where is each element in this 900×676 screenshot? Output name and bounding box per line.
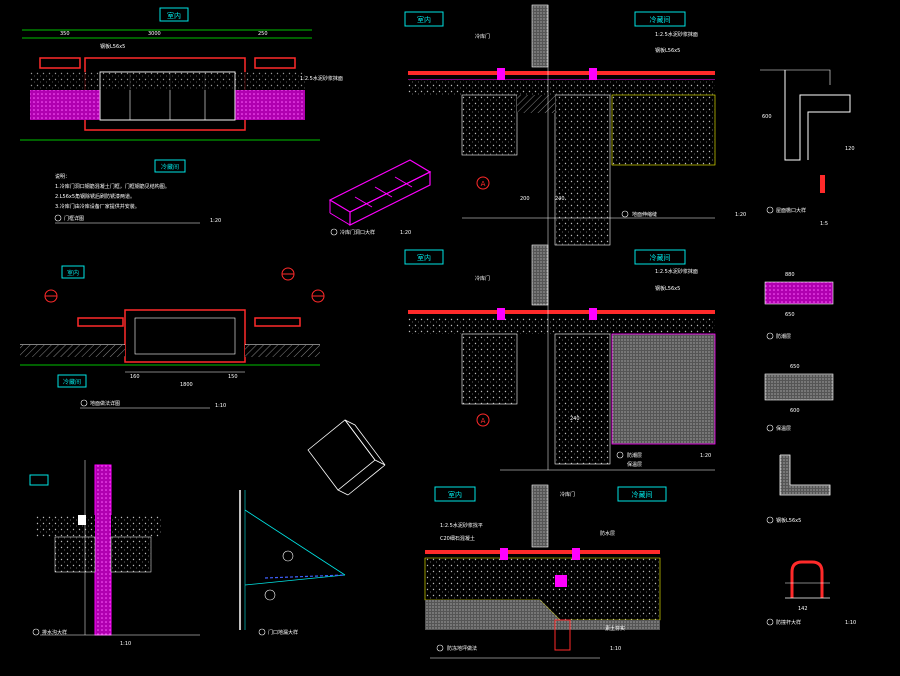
note-door-3: 冷库门 bbox=[560, 491, 575, 498]
eave-detail: 600 120 屋面檐口大样 1:5 bbox=[760, 69, 855, 227]
scale-9: 1:10 bbox=[845, 620, 856, 626]
note-door-1: 冷库门 bbox=[475, 33, 490, 40]
tag-indoor-4: 室内 bbox=[417, 253, 431, 262]
tag-indoor-1: 室内 bbox=[167, 11, 181, 20]
bumper-detail: 142 防撞杆大样 1:10 bbox=[766, 560, 856, 626]
title-moisture-layer: 防潮层 bbox=[627, 452, 642, 459]
title-steel-frame: 冷库门洞口大样 bbox=[340, 229, 375, 236]
door-sill-section: 室内 160 1800 150 冷藏间 地面做法详图 1:10 bbox=[20, 265, 325, 409]
title-floor-detail: 地面做法详图 bbox=[90, 400, 120, 407]
wall-section-1: 室内 冷藏间 1:2.5水泥砂浆抹面 钢板L56x5 冷库门 240 200 A… bbox=[404, 4, 746, 246]
label-a1: A bbox=[481, 180, 486, 188]
title-gully-detail: 门口地漏大样 bbox=[268, 629, 298, 636]
column-detail: 排水沟大样 1:10 bbox=[29, 460, 200, 647]
dim-120: 120 bbox=[845, 146, 855, 152]
tag-indoor-5: 室内 bbox=[448, 490, 462, 499]
title-expansion-joint: 地面伸缩缝 bbox=[632, 211, 657, 218]
dim-600: 600 bbox=[762, 114, 772, 120]
scale-2: 1:20 bbox=[400, 230, 411, 236]
tag-cold-room-4: 冷藏间 bbox=[650, 253, 671, 262]
dim-250: 250 bbox=[258, 31, 268, 37]
scale-6: 1:10 bbox=[610, 646, 621, 652]
note-cement-3: 1:2.5水泥砂浆抹面 bbox=[655, 268, 698, 275]
note-soil: 素土夯实 bbox=[605, 625, 625, 632]
scale-5: 1:20 bbox=[700, 453, 711, 459]
tag-indoor-2: 室内 bbox=[67, 269, 79, 277]
tag-cold-room-3: 冷藏间 bbox=[650, 15, 671, 24]
dim-880: 880 bbox=[785, 272, 795, 278]
dim-1800: 1800 bbox=[180, 382, 193, 388]
title-antifreeze-floor: 防冻地坪做法 bbox=[447, 645, 477, 652]
iso-gutter bbox=[307, 419, 386, 496]
dim-350: 350 bbox=[60, 31, 70, 37]
scale-7: 1:10 bbox=[120, 641, 131, 647]
wall-section-2: 室内 冷藏间 1:2.5水泥砂浆抹面 钢板L56x5 冷库门 240 A 防潮层… bbox=[404, 244, 716, 471]
title-angle: 钢板L56x5 bbox=[776, 517, 801, 524]
title-insulation: 保温层 bbox=[627, 461, 642, 468]
note-steel-3: 钢板L56x5 bbox=[655, 285, 680, 292]
title-block-1: 防潮层 bbox=[776, 333, 791, 340]
tag-cold-room-2: 冷藏间 bbox=[63, 378, 81, 386]
scale-4: 1:20 bbox=[735, 212, 746, 218]
dim-240-1: 240 bbox=[555, 196, 565, 202]
tag-indoor-3: 室内 bbox=[417, 15, 431, 24]
dim-240-2: 240 bbox=[570, 416, 580, 422]
title-block-2: 保温层 bbox=[776, 425, 791, 432]
dim-650b: 650 bbox=[790, 364, 800, 370]
title-door-frame: 门框详图 bbox=[64, 215, 84, 222]
scale-3: 1:10 bbox=[215, 403, 226, 409]
note-waterproof: 防水层 bbox=[600, 530, 615, 537]
title-bumper: 防撞杆大样 bbox=[776, 619, 801, 626]
tag-cold-room-1: 冷藏间 bbox=[161, 163, 179, 171]
note-line-2: 2.L56x5角钢除锈后刷防锈漆两道。 bbox=[55, 193, 135, 200]
scale-1: 1:20 bbox=[210, 218, 221, 224]
note-leveling: 1:2.5水泥砂浆找平 bbox=[440, 522, 483, 529]
note-line-3: 3.冷库门由冷库设备厂家提供并安装。 bbox=[55, 203, 140, 210]
dim-160: 160 bbox=[130, 374, 140, 380]
door-frame-plan: 室内 350 3000 250 钢板L56x5 1:2.5水泥砂浆抹面 冷藏间 … bbox=[20, 7, 343, 224]
dim-142: 142 bbox=[798, 606, 808, 612]
dim-150: 150 bbox=[228, 374, 238, 380]
note-explain: 说明： bbox=[55, 173, 70, 180]
iso-beam: 冷库门洞口大样 1:20 bbox=[328, 159, 432, 236]
angle-detail: 钢板L56x5 bbox=[766, 454, 831, 524]
note-door-2: 冷库门 bbox=[475, 275, 490, 282]
wall-section-3: 室内 冷藏间 防水层 1:2.5水泥砂浆找平 C20细石混凝土 素土夯实 冷库门… bbox=[424, 484, 667, 659]
note-c20: C20细石混凝土 bbox=[440, 535, 475, 542]
label-a2: A bbox=[481, 417, 486, 425]
tag-cold-room-5: 冷藏间 bbox=[632, 490, 653, 499]
note-cement-1: 1:2.5水泥砂浆抹面 bbox=[300, 75, 343, 82]
title-drain-detail: 排水沟大样 bbox=[42, 629, 67, 636]
scale-8: 1:5 bbox=[820, 221, 828, 227]
note-cement-2: 1:2.5水泥砂浆抹面 bbox=[655, 31, 698, 38]
insulation-block-1: 880 650 防潮层 bbox=[764, 272, 834, 340]
dim-600b: 600 bbox=[790, 408, 800, 414]
title-eave: 屋面檐口大样 bbox=[776, 207, 806, 214]
rail-detail: 门口地漏大样 bbox=[239, 490, 346, 636]
dim-650: 650 bbox=[785, 312, 795, 318]
note-steel-2: 钢板L56x5 bbox=[655, 47, 680, 54]
dim-3000: 3000 bbox=[148, 31, 161, 37]
note-line-1: 1.冷库门洞口钢筋混凝土门框，门框钢筋见结构图。 bbox=[55, 183, 170, 190]
insulation-block-2: 650 600 保温层 bbox=[764, 364, 834, 432]
dim-200-1: 200 bbox=[520, 196, 530, 202]
note-steel-angle: 钢板L56x5 bbox=[100, 43, 125, 50]
